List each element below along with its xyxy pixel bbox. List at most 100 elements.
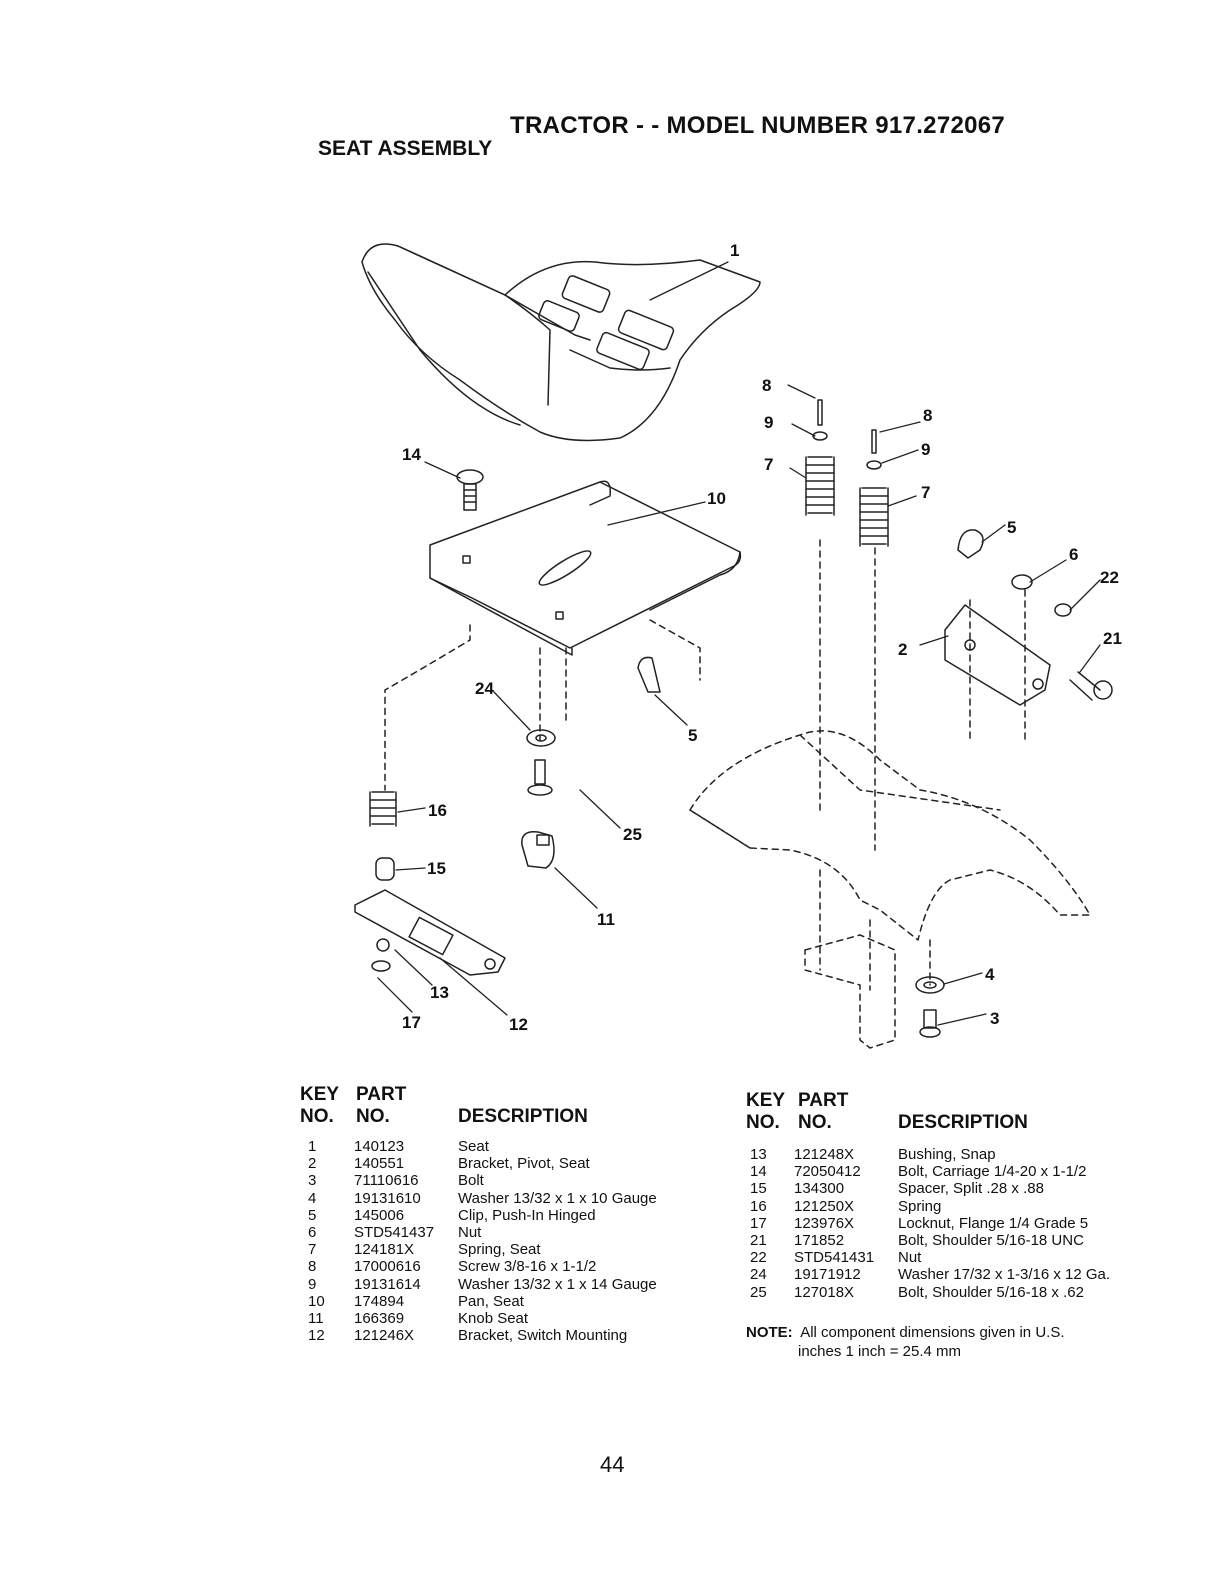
callout-8-left: 8 (762, 376, 771, 395)
part-no: 71110616 (354, 1172, 419, 1190)
seat-pan-drawing (429, 480, 742, 656)
table-row: 15 134300 Spacer, Split .28 x .88 (750, 1180, 1170, 1197)
table-row: 21 171852 Bolt, Shoulder 5/16-18 UNC (750, 1232, 1170, 1249)
callout-17: 17 (402, 1013, 421, 1032)
table-row: 1 140123 Seat (308, 1138, 708, 1155)
callout-6: 6 (1069, 545, 1078, 564)
key-no: 25 (750, 1283, 767, 1301)
description: Bracket, Switch Mounting (458, 1327, 628, 1345)
hardware-drawing (637, 529, 984, 1038)
callout-24: 24 (475, 679, 494, 698)
key-no: 5 (308, 1206, 317, 1224)
key-no: 22 (750, 1249, 767, 1267)
dimension-note: NOTE: All component dimensions given in … (746, 1323, 1065, 1361)
description: Seat (458, 1138, 489, 1155)
description: Bolt (458, 1172, 484, 1190)
part-no: 140123 (354, 1138, 405, 1155)
note-label: NOTE: (746, 1324, 793, 1341)
part-no: 19131610 (354, 1189, 421, 1207)
right-key-header: KEY (746, 1090, 786, 1111)
description: Spacer, Split .28 x .88 (898, 1180, 1044, 1198)
callout-21: 21 (1103, 629, 1122, 648)
table-row: 25 127018X Bolt, Shoulder 5/16-18 x .62 (750, 1284, 1170, 1301)
note-line-2: inches 1 inch = 25.4 mm (798, 1343, 962, 1360)
note-line-1: All component dimensions given in U.S. (800, 1324, 1065, 1341)
key-no: 21 (750, 1231, 767, 1249)
part-no: 171852 (794, 1231, 845, 1249)
left-key-no-header: NO. (300, 1106, 334, 1127)
description: Bolt, Shoulder 5/16-18 x .62 (898, 1283, 1084, 1301)
callout-11: 11 (597, 910, 615, 929)
key-no: 2 (308, 1155, 317, 1173)
callout-10: 10 (707, 489, 726, 508)
description: Clip, Push-In Hinged (458, 1206, 596, 1224)
part-no: 174894 (354, 1292, 405, 1310)
part-no: STD541437 (354, 1223, 435, 1241)
right-description-header: DESCRIPTION (898, 1112, 1028, 1133)
key-no: 9 (308, 1275, 317, 1293)
callout-1: 1 (730, 241, 739, 260)
key-no: 10 (308, 1292, 325, 1310)
part-no: 19131614 (354, 1275, 421, 1293)
key-no: 24 (750, 1266, 767, 1284)
callout-22: 22 (1100, 568, 1119, 587)
part-no: 134300 (794, 1180, 845, 1198)
description: Bolt, Shoulder 5/16-18 UNC (898, 1231, 1084, 1249)
description: Bracket, Pivot, Seat (458, 1155, 590, 1173)
callout-2: 2 (898, 640, 907, 659)
right-part-header: PART (798, 1090, 849, 1111)
description: Locknut, Flange 1/4 Grade 5 (898, 1214, 1089, 1232)
description: Washer 13/32 x 1 x 14 Gauge (458, 1275, 657, 1293)
left-description-header: DESCRIPTION (458, 1106, 588, 1127)
left-part-no-header: NO. (356, 1106, 390, 1127)
callout-14: 14 (402, 445, 421, 464)
knob-drawing (521, 729, 556, 869)
part-no: 124181X (354, 1241, 415, 1259)
callout-5-upper: 5 (1007, 518, 1016, 537)
callout-7-right: 7 (921, 483, 930, 502)
part-no: 123976X (794, 1214, 855, 1232)
pivot-bracket-drawing (944, 574, 1113, 706)
callout-9-left: 9 (764, 413, 773, 432)
description: Bushing, Snap (898, 1146, 996, 1163)
callout-4: 4 (985, 965, 995, 984)
description: Spring (898, 1197, 942, 1215)
page-number: 44 (600, 1452, 625, 1477)
description: Bolt, Carriage 1/4-20 x 1-1/2 (898, 1163, 1087, 1181)
description: Knob Seat (458, 1309, 529, 1327)
part-no: 127018X (794, 1283, 855, 1301)
exploded-parts-diagram: 1 2 3 4 5 5 6 7 7 8 8 9 9 10 11 12 13 14… (354, 241, 1122, 1049)
part-no: 72050412 (794, 1163, 861, 1181)
description: Pan, Seat (458, 1292, 524, 1310)
seat-springs-drawing (805, 399, 889, 547)
key-no: 1 (308, 1138, 317, 1155)
key-no: 17 (750, 1214, 767, 1232)
callout-13: 13 (430, 983, 449, 1002)
description: Spring, Seat (458, 1241, 541, 1259)
key-no: 4 (308, 1189, 317, 1207)
callout-15: 15 (427, 859, 446, 878)
callout-8-right: 8 (923, 406, 932, 425)
part-no: 140551 (354, 1155, 405, 1173)
tractor-frame-drawing (384, 539, 1091, 1049)
right-key-no-header: NO. (746, 1112, 780, 1133)
key-no: 15 (750, 1180, 767, 1198)
part-no: 121246X (354, 1327, 415, 1345)
page-title: TRACTOR - - MODEL NUMBER 917.272067 (510, 112, 1006, 139)
seat-drawing (361, 243, 761, 442)
callout-16: 16 (428, 801, 447, 820)
callout-12: 12 (509, 1015, 528, 1034)
description: Nut (458, 1223, 482, 1241)
